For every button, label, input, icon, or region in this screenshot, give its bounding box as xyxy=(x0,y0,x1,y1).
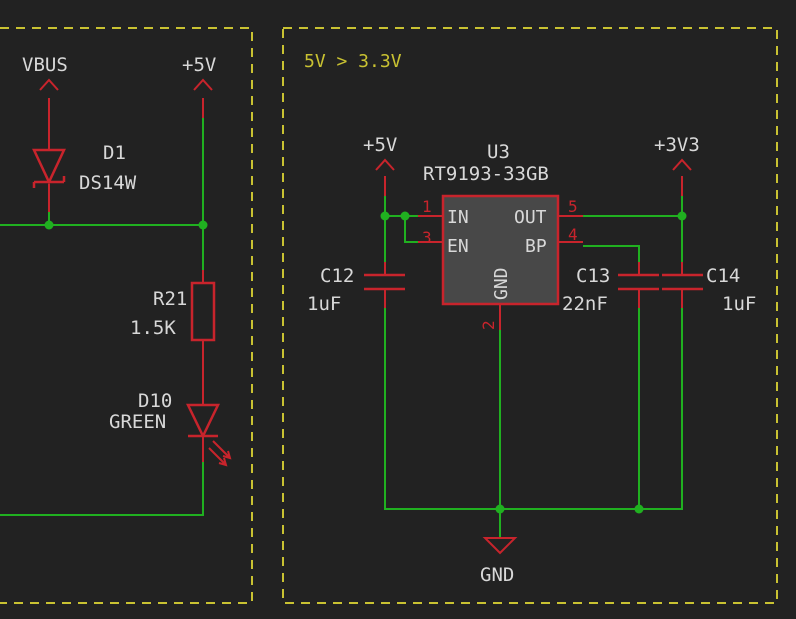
u3-pin-out-name: OUT xyxy=(514,207,547,228)
u3-value: RT9193-33GB xyxy=(423,163,549,185)
u3-pin-in-name: IN xyxy=(447,207,469,228)
u3-pin3-number: 3 xyxy=(422,228,432,247)
d10-led[interactable] xyxy=(186,380,232,467)
u3-ref: U3 xyxy=(487,141,510,163)
u3-pin-bp-name: BP xyxy=(525,236,547,257)
u3-pin2-number: 2 xyxy=(479,320,498,330)
junction-in-en xyxy=(400,211,410,221)
regulator-section-frame xyxy=(282,27,778,604)
p5v-left-label: +5V xyxy=(182,54,216,76)
vbus-power-symbol[interactable]: VBUS xyxy=(22,54,68,118)
d1-ref: D1 xyxy=(103,142,126,164)
p3v3-power-symbol[interactable]: +3V3 xyxy=(654,134,700,196)
r21-resistor[interactable] xyxy=(190,270,216,380)
u3-pin-gnd-name: GND xyxy=(491,267,512,300)
junction-p5v-left xyxy=(198,220,208,230)
c12-capacitor[interactable] xyxy=(364,262,405,308)
d1-value: DS14W xyxy=(79,172,137,194)
p3v3-label: +3V3 xyxy=(654,134,700,156)
u3-pin1-number: 1 xyxy=(422,197,432,216)
wire-bp-to-c13 xyxy=(583,245,640,262)
section-title: 5V > 3.3V xyxy=(304,51,402,72)
wire-in-to-en xyxy=(404,216,418,243)
wire-c12-to-gnd xyxy=(384,308,683,510)
gnd-label: GND xyxy=(480,564,514,586)
p5v-left-power-symbol[interactable]: +5V xyxy=(182,54,216,118)
junction-out xyxy=(677,211,687,221)
c14-capacitor[interactable] xyxy=(662,262,703,308)
c13-value: 22nF xyxy=(562,293,608,315)
wire-out-to-p3v3 xyxy=(583,196,683,217)
c13-capacitor[interactable] xyxy=(618,262,659,308)
junction-d1 xyxy=(44,220,54,230)
d10-value: GREEN xyxy=(109,411,166,433)
u3-regulator[interactable]: 1 3 5 4 2 IN EN OUT BP GND xyxy=(418,194,583,330)
c12-value: 1uF xyxy=(307,293,341,315)
p5v-right-label: +5V xyxy=(363,134,397,156)
r21-ref: R21 xyxy=(153,288,187,310)
d1-diode[interactable] xyxy=(32,118,66,212)
p5v-right-power-symbol[interactable]: +5V xyxy=(363,134,397,196)
wire-d10-return xyxy=(0,462,204,516)
left-sheet-frame xyxy=(0,27,253,604)
u3-pin4-number: 4 xyxy=(568,225,578,244)
c14-value: 1uF xyxy=(722,293,756,315)
c12-ref: C12 xyxy=(320,265,354,287)
r21-value: 1.5K xyxy=(130,317,176,339)
u3-pin5-number: 5 xyxy=(568,197,578,216)
u3-pin-en-name: EN xyxy=(447,236,469,257)
vbus-label: VBUS xyxy=(22,54,68,76)
d10-ref: D10 xyxy=(138,390,172,412)
wire-p5v-to-in xyxy=(384,196,418,217)
junction-gnd-c13 xyxy=(634,504,644,514)
junction-gnd-u3 xyxy=(495,504,505,514)
junction-in-left xyxy=(380,211,390,221)
c13-ref: C13 xyxy=(576,265,610,287)
gnd-power-symbol[interactable]: GND xyxy=(480,537,518,586)
c14-ref: C14 xyxy=(706,265,740,287)
